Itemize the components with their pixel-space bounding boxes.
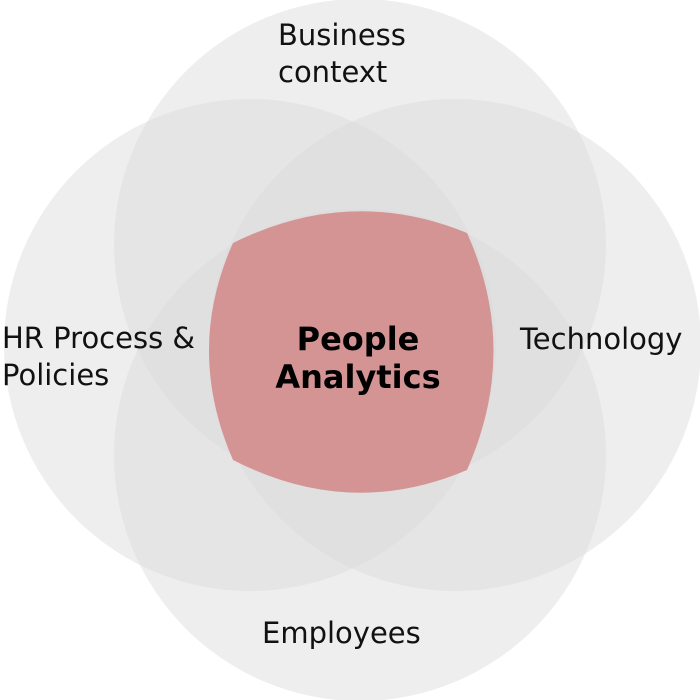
center-title-line2: Analytics — [275, 358, 441, 396]
label-hr-process-line1: HR Process & — [2, 321, 196, 355]
people-analytics-center-shape — [209, 211, 494, 493]
label-business-context-line2: context — [278, 55, 388, 89]
label-hr-process-policies: HR Process & Policies — [2, 320, 195, 394]
center-title-line1: People — [296, 320, 420, 358]
label-hr-process-line2: Policies — [2, 358, 110, 392]
label-business-context: Business context — [278, 17, 406, 91]
label-business-context-line1: Business — [278, 18, 406, 52]
center-title-people-analytics: People Analytics — [208, 320, 508, 396]
label-technology: Technology — [520, 321, 682, 358]
label-technology-line1: Technology — [520, 322, 683, 356]
label-employees-line1: Employees — [262, 616, 421, 650]
label-employees: Employees — [262, 615, 421, 652]
